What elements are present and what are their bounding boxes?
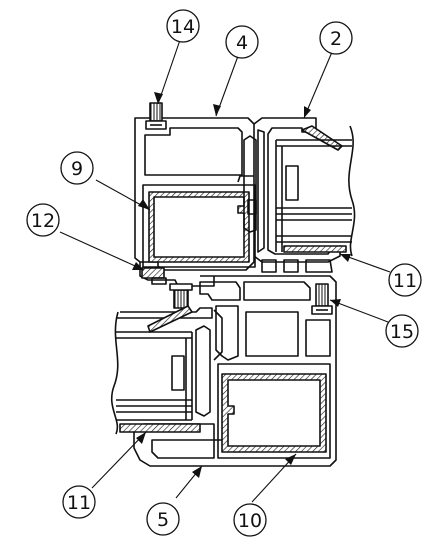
callout-circle	[385, 314, 419, 348]
glass-unit-upper	[275, 125, 356, 257]
callout-label: 11	[393, 270, 417, 292]
callout-c10: 10	[233, 503, 267, 537]
callout-c4: 4	[225, 25, 259, 59]
glazing-bead-upper	[243, 117, 343, 263]
callout-c11b: 11	[62, 485, 96, 519]
callout-circle	[388, 263, 422, 297]
callout-label: 5	[157, 509, 169, 531]
callout-label: 14	[171, 16, 195, 38]
seal-12	[141, 267, 167, 285]
callout-label: 11	[67, 492, 91, 514]
callout-label: 4	[236, 32, 248, 54]
lower-sash-profile	[133, 275, 337, 467]
glass-unit-lower	[110, 311, 201, 435]
reinforcement-lower	[221, 373, 327, 453]
transom-chambers	[139, 259, 333, 287]
callout-circle	[225, 25, 259, 59]
callout-label: 10	[238, 510, 262, 532]
glazing-bead-lower	[116, 305, 213, 417]
callout-c14: 14	[166, 9, 200, 43]
callout-circle	[319, 21, 353, 55]
callout-c9: 9	[60, 151, 94, 185]
callout-circle	[146, 502, 180, 536]
callout-label: 9	[71, 158, 83, 180]
seal-14	[145, 102, 167, 130]
callout-c11a: 11	[388, 263, 422, 297]
callout-label: 12	[31, 210, 55, 232]
callout-circle	[60, 151, 94, 185]
callout-circle	[166, 9, 200, 43]
reinforcement-upper	[148, 191, 250, 263]
seal-15	[311, 283, 333, 315]
callout-label: 15	[390, 321, 414, 343]
callout-label: 2	[330, 28, 342, 50]
callout-c15: 15	[385, 314, 419, 348]
callout-circle	[26, 203, 60, 237]
brush-seal-centre	[169, 283, 193, 309]
arrowheads	[132, 92, 351, 478]
callout-c2: 2	[319, 21, 353, 55]
callout-circle	[62, 485, 96, 519]
callout-group: 14 4 2 9 12 11 15 11 5 10	[26, 9, 422, 537]
callout-c5: 5	[146, 502, 180, 536]
callout-circle	[233, 503, 267, 537]
callout-c12: 12	[26, 203, 60, 237]
